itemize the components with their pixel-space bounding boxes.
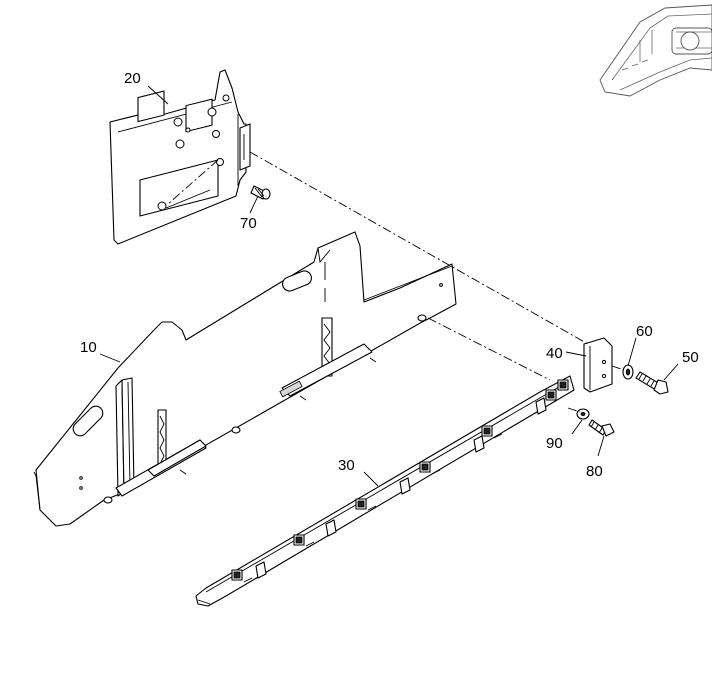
machine-locator-inset xyxy=(599,4,712,97)
rail-clip xyxy=(545,389,557,401)
part-40-spacer-plate xyxy=(583,337,613,393)
leader-lines xyxy=(99,85,679,487)
part-20-mounting-plate xyxy=(109,69,251,245)
part-60-washer xyxy=(622,364,634,380)
part-80-bolt xyxy=(588,419,615,437)
callout-50: 50 xyxy=(682,349,699,366)
rail-clip xyxy=(481,425,493,437)
callout-90: 90 xyxy=(546,435,563,452)
callout-40: 40 xyxy=(546,345,563,362)
part-30-lower-rail xyxy=(195,375,575,607)
rail-clip xyxy=(231,569,243,581)
rail-clip xyxy=(293,534,305,546)
assembly-centerlines xyxy=(167,151,625,413)
callout-70: 70 xyxy=(240,215,257,232)
rail-clip xyxy=(355,498,367,510)
callout-20: 20 xyxy=(124,70,141,87)
rail-clip xyxy=(419,461,431,473)
rail-clip xyxy=(557,379,569,391)
part-90-washer xyxy=(576,408,590,420)
callout-30: 30 xyxy=(338,457,355,474)
part-70-bolt xyxy=(250,185,271,200)
callout-60: 60 xyxy=(636,323,653,340)
callout-80: 80 xyxy=(586,463,603,480)
part-10-side-panel xyxy=(33,231,457,527)
callout-10: 10 xyxy=(80,339,97,356)
part-50-bolt xyxy=(635,371,669,395)
